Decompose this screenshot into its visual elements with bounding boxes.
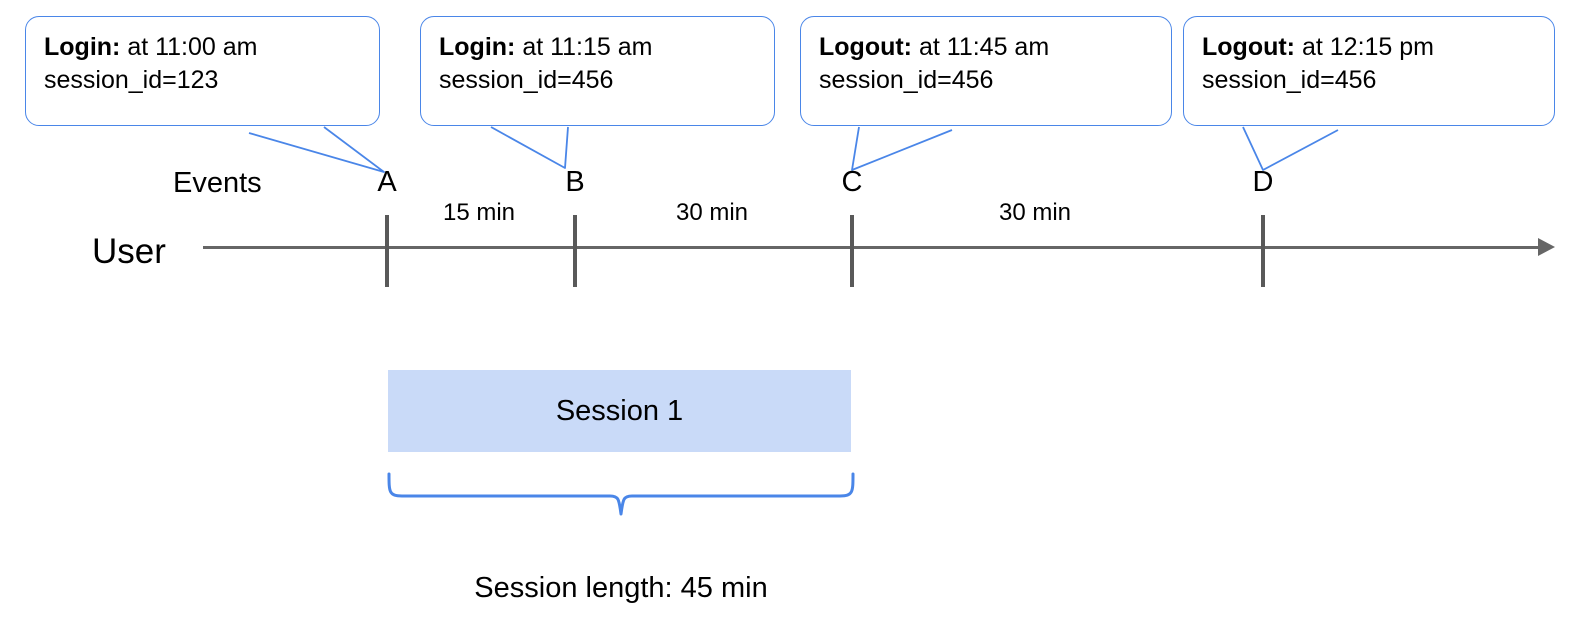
callout-tail-b xyxy=(490,126,569,169)
session-length-caption: Session length: 45 min xyxy=(474,572,768,604)
timeline-axis xyxy=(203,246,1540,249)
events-row-label: Events xyxy=(173,167,262,199)
callout-c-time: at 11:45 am xyxy=(918,33,1050,61)
callout-tail-d xyxy=(1242,126,1339,171)
event-marker-label-a: A xyxy=(377,166,397,198)
callout-a-event-type: Login: xyxy=(44,33,121,61)
callout-c-session-id: session_id=456 xyxy=(819,66,994,94)
callout-c-line1: Logout: at 11:45 am xyxy=(819,31,1153,64)
callout-b-line1: Login: at 11:15 am xyxy=(439,31,756,64)
event-callout-d[interactable]: Logout: at 12:15 pm session_id=456 xyxy=(1183,16,1555,126)
interval-label-a-b: 15 min xyxy=(442,199,516,226)
callout-d-event-type: Logout: xyxy=(1202,33,1296,61)
callout-d-line1: Logout: at 12:15 pm xyxy=(1202,31,1536,64)
callout-c-event-type: Logout: xyxy=(819,33,913,61)
event-callout-a[interactable]: Login: at 11:00 am session_id=123 xyxy=(25,16,380,126)
event-marker-label-b: B xyxy=(565,166,585,198)
event-callout-b[interactable]: Login: at 11:15 am session_id=456 xyxy=(420,16,775,126)
interval-label-b-c: 30 min xyxy=(675,199,749,226)
callout-b-time: at 11:15 am xyxy=(522,33,653,61)
event-marker-label-c: C xyxy=(841,166,863,198)
callout-d-time: at 12:15 pm xyxy=(1301,33,1434,61)
user-row-label: User xyxy=(92,232,166,271)
event-tick-a xyxy=(385,215,389,287)
callout-d-session-id: session_id=456 xyxy=(1202,66,1377,94)
callout-a-line1: Login: at 11:00 am xyxy=(44,31,361,64)
event-tick-d xyxy=(1261,215,1265,287)
session-length-brace xyxy=(387,472,855,516)
callout-a-time: at 11:00 am xyxy=(127,33,258,61)
callout-b-session-id: session_id=456 xyxy=(439,66,614,94)
callout-a-session-id: session_id=123 xyxy=(44,66,219,94)
callout-b-event-type: Login: xyxy=(439,33,516,61)
session-bar[interactable]: Session 1 xyxy=(388,370,851,452)
event-marker-label-d: D xyxy=(1252,166,1274,198)
event-callout-c[interactable]: Logout: at 11:45 am session_id=456 xyxy=(800,16,1172,126)
event-tick-b xyxy=(573,215,577,287)
timeline-axis-arrowhead xyxy=(1538,238,1555,256)
event-tick-c xyxy=(850,215,854,287)
interval-label-c-d: 30 min xyxy=(998,199,1072,226)
callout-tail-c xyxy=(851,126,953,171)
